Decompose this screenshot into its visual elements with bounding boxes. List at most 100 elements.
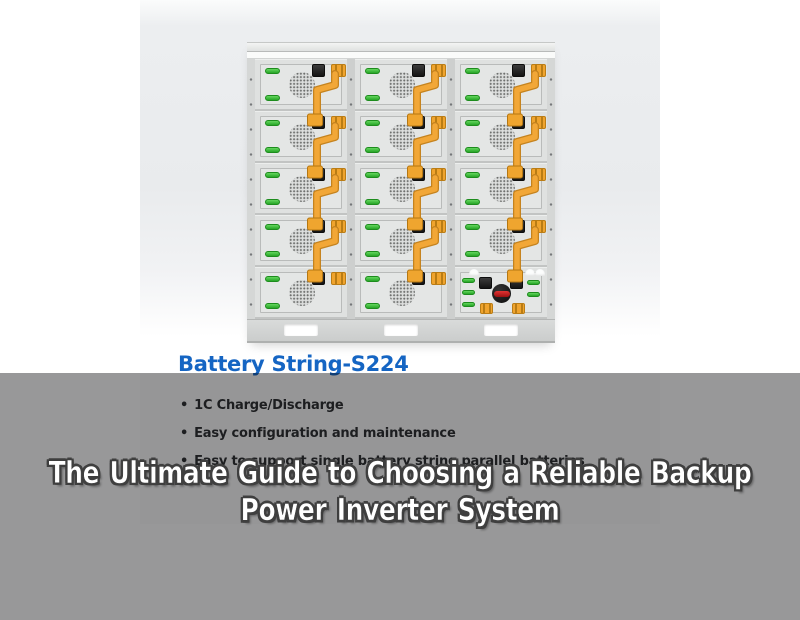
cable-gland-icon xyxy=(525,269,535,276)
fan-grille-icon xyxy=(289,176,315,202)
base-handle-cutout xyxy=(484,324,518,336)
cable-connector-icon xyxy=(531,168,546,181)
base-handle-cutout xyxy=(384,324,418,336)
battery-module xyxy=(355,215,447,265)
power-connector-icon xyxy=(412,116,425,129)
power-connector-icon xyxy=(412,272,425,285)
power-connector-icon xyxy=(312,272,325,285)
battery-handle-icon xyxy=(465,251,480,257)
battery-handle-icon xyxy=(365,251,380,257)
power-connector-icon xyxy=(412,220,425,233)
cable-connector-icon xyxy=(331,220,346,233)
status-led-icon xyxy=(527,292,540,297)
battery-handle-icon xyxy=(365,224,380,230)
status-led-icon xyxy=(462,302,475,307)
cable-connector-icon xyxy=(331,64,346,77)
battery-module xyxy=(355,267,447,317)
battery-module xyxy=(355,163,447,213)
battery-handle-icon xyxy=(365,95,380,101)
battery-module xyxy=(255,163,347,213)
battery-handle-icon xyxy=(465,68,480,74)
battery-module xyxy=(355,59,447,109)
bullet-icon: • xyxy=(180,454,189,469)
battery-handle-icon xyxy=(465,172,480,178)
battery-module xyxy=(355,111,447,161)
battery-cabinet xyxy=(247,42,555,343)
cable-connector-icon xyxy=(431,272,446,285)
battery-handle-icon xyxy=(265,199,280,205)
feature-list: • 1C Charge/Discharge •Easy configuration… xyxy=(180,398,585,482)
fan-grille-icon xyxy=(389,280,415,306)
fan-grille-icon xyxy=(289,280,315,306)
fan-grille-icon xyxy=(289,228,315,254)
rotary-switch-icon xyxy=(492,284,511,303)
battery-module xyxy=(255,267,347,317)
fan-grille-icon xyxy=(289,124,315,150)
bullet-icon: • xyxy=(180,398,189,413)
battery-handle-icon xyxy=(465,224,480,230)
product-image xyxy=(140,0,660,374)
fan-grille-icon xyxy=(289,72,315,98)
product-heading: Battery String-S224 xyxy=(178,352,409,376)
fan-grille-icon xyxy=(389,124,415,150)
battery-column xyxy=(355,59,447,319)
battery-module xyxy=(255,59,347,109)
battery-handle-icon xyxy=(265,224,280,230)
battery-handle-icon xyxy=(365,303,380,309)
cabinet-rail xyxy=(447,59,455,319)
fan-grille-icon xyxy=(489,72,515,98)
battery-handle-icon xyxy=(365,147,380,153)
feature-text: Easy to support single battery string pa… xyxy=(194,454,585,469)
cable-connector-icon xyxy=(531,64,546,77)
battery-module xyxy=(455,163,547,213)
power-connector-icon xyxy=(312,116,325,129)
power-connector-icon xyxy=(512,64,525,77)
battery-handle-icon xyxy=(265,147,280,153)
fan-grille-icon xyxy=(389,228,415,254)
battery-module xyxy=(255,215,347,265)
battery-module xyxy=(455,111,547,161)
cable-gland-icon xyxy=(469,269,479,276)
cabinet-top-rail xyxy=(247,52,555,59)
feature-text: 1C Charge/Discharge xyxy=(194,398,344,413)
power-connector-icon xyxy=(512,116,525,129)
cable-connector-icon xyxy=(431,220,446,233)
battery-handle-icon xyxy=(265,95,280,101)
power-connector-icon xyxy=(312,220,325,233)
cabinet-body xyxy=(247,59,555,319)
battery-module xyxy=(455,215,547,265)
cable-connector-icon xyxy=(331,116,346,129)
power-connector-icon xyxy=(412,168,425,181)
cable-connector-icon xyxy=(431,116,446,129)
feature-item: • 1C Charge/Discharge xyxy=(180,398,585,413)
battery-handle-icon xyxy=(265,303,280,309)
cable-connector-icon xyxy=(331,168,346,181)
battery-handle-icon xyxy=(465,147,480,153)
battery-module xyxy=(255,111,347,161)
cable-connector-icon xyxy=(531,220,546,233)
feature-item: • Easy to support single battery string p… xyxy=(180,454,585,469)
battery-handle-icon xyxy=(265,172,280,178)
power-connector-icon xyxy=(312,168,325,181)
hero-line-1: The Ultimate Guide to Choosing a Reliabl… xyxy=(48,455,752,490)
hero-line-2: Power Inverter System xyxy=(240,492,560,528)
battery-module xyxy=(455,59,547,109)
bullet-icon: • xyxy=(180,426,189,441)
fan-grille-icon xyxy=(389,176,415,202)
battery-handle-icon xyxy=(265,120,280,126)
cable-connector-icon xyxy=(531,116,546,129)
cable-gland-icon xyxy=(535,269,545,276)
fan-grille-icon xyxy=(489,228,515,254)
battery-handle-icon xyxy=(465,120,480,126)
power-connector-icon xyxy=(312,64,325,77)
cabinet-frame-right xyxy=(547,59,555,319)
cable-connector-icon xyxy=(431,168,446,181)
power-connector-icon xyxy=(512,220,525,233)
cable-connector-icon xyxy=(431,64,446,77)
fan-grille-icon xyxy=(489,176,515,202)
battery-handle-icon xyxy=(365,172,380,178)
overlay-band xyxy=(0,373,800,620)
fan-grille-icon xyxy=(489,124,515,150)
battery-handle-icon xyxy=(265,68,280,74)
feature-item: •Easy configuration and maintenance xyxy=(180,426,585,441)
